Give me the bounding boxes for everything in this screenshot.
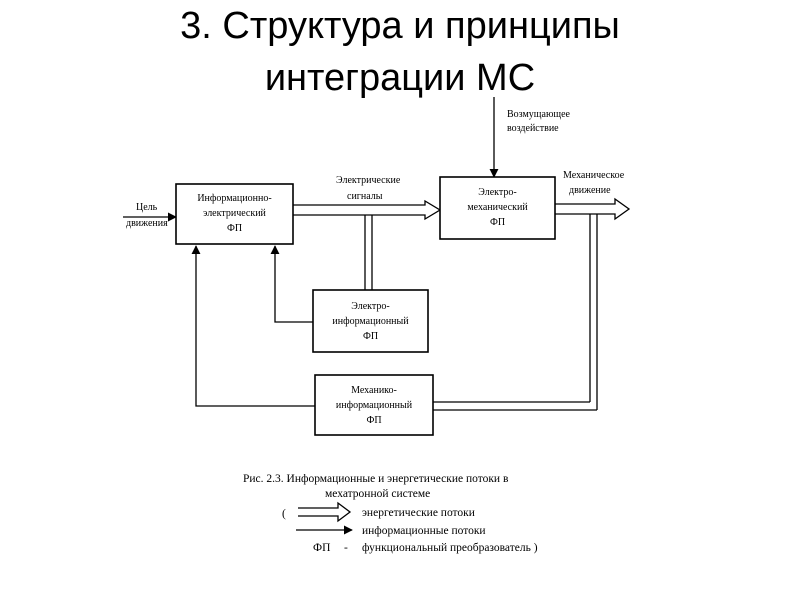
box-info-electric-line1: Информационно- xyxy=(197,193,271,204)
box-info-electric-line3: ФП xyxy=(227,223,242,234)
legend-energy-arrow xyxy=(298,501,352,523)
box-electro-info-line3: ФП xyxy=(363,331,378,342)
feedback-arrow-mech-info xyxy=(191,245,315,407)
signals-label-line2: сигналы xyxy=(347,191,383,202)
box-mech-info: Механико- информационный ФП xyxy=(314,374,434,436)
input-label-line1: Цель xyxy=(136,202,158,213)
box-electro-mechanical-line2: механический xyxy=(467,202,528,213)
caption-abbr: ФП xyxy=(313,542,330,554)
box-electro-info: Электро- информационный ФП xyxy=(312,289,429,353)
box-electro-mechanical: Электро- механический ФП xyxy=(439,176,556,240)
legend-energy-label: энергетические потоки xyxy=(362,507,475,519)
output-label-line1: Механическое xyxy=(563,170,625,181)
disturbance-label-line1: Возмущающее xyxy=(507,109,571,120)
box-electro-mechanical-line1: Электро- xyxy=(478,187,516,198)
energy-arrow-electric xyxy=(293,199,442,221)
caption-dash: - xyxy=(344,542,348,554)
slide-title-line2: интеграции МС xyxy=(264,57,536,99)
box-mech-info-line1: Механико- xyxy=(351,385,397,396)
legend-info-label: информационные потоки xyxy=(362,525,486,537)
input-label-line2: движения xyxy=(126,218,168,229)
slide-title-line1: 3. Структура и принципы xyxy=(180,5,620,47)
signals-label-line1: Электрические xyxy=(336,175,401,186)
box-electro-info-line2: информационный xyxy=(332,316,409,327)
caption-line2: мехатронной системе xyxy=(325,488,430,500)
box-mech-info-line3: ФП xyxy=(366,415,381,426)
box-mech-info-line2: информационный xyxy=(336,400,413,411)
box-electro-info-line1: Электро- xyxy=(351,301,389,312)
caption-abbr-def: функциональный преобразователь ) xyxy=(362,542,538,554)
disturbance-label-line2: воздействие xyxy=(507,123,559,134)
energy-arrow-mechanical xyxy=(555,197,631,221)
box-info-electric-line2: электрический xyxy=(203,208,266,219)
box-info-electric: Информационно- электрический ФП xyxy=(175,183,294,245)
slide-title: 3. Структура и принципы интеграции МС xyxy=(0,0,800,104)
feedback-arrow-electro-info xyxy=(270,245,313,323)
box-electro-mechanical-line3: ФП xyxy=(490,217,505,228)
output-label-line2: движение xyxy=(569,185,611,196)
caption-open-paren: ( xyxy=(282,508,286,520)
caption-line1: Рис. 2.3. Информационные и энергетически… xyxy=(243,473,509,485)
